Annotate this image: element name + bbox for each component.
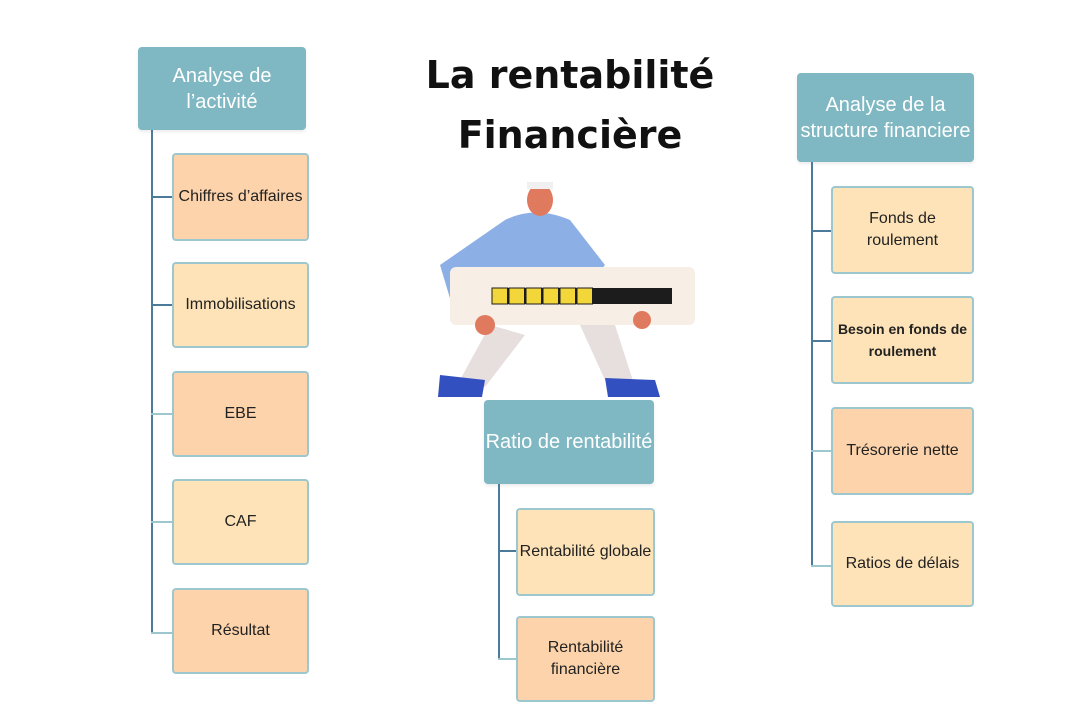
progress-segment bbox=[542, 287, 559, 305]
box-immobilisations: Immobilisations bbox=[172, 262, 309, 348]
connector-right-3 bbox=[811, 450, 833, 452]
connector-center-trunk bbox=[498, 484, 500, 660]
connector-right-1 bbox=[811, 230, 833, 232]
box-resultat: Résultat bbox=[172, 588, 309, 674]
box-ebe: EBE bbox=[172, 371, 309, 457]
progress-segment bbox=[508, 287, 525, 305]
box-besoin-fonds-roulement: Besoin en fonds de roulement bbox=[831, 296, 974, 384]
progress-segment bbox=[491, 287, 508, 305]
progress-segment bbox=[525, 287, 542, 305]
box-tresorerie-nette: Trésorerie nette bbox=[831, 407, 974, 495]
box-ratios-delais: Ratios de délais bbox=[831, 521, 974, 607]
header-analyse-activite: Analyse de l’activité bbox=[138, 47, 306, 130]
connector-right-trunk bbox=[811, 162, 813, 567]
connector-left-2 bbox=[151, 304, 173, 306]
connector-left-5 bbox=[151, 632, 173, 634]
connector-right-2 bbox=[811, 340, 833, 342]
progress-segment bbox=[576, 287, 593, 305]
box-fonds-roulement: Fonds de roulement bbox=[831, 186, 974, 274]
connector-left-3 bbox=[151, 413, 173, 415]
page-title: La rentabilité Financière bbox=[380, 45, 760, 165]
connector-right-4 bbox=[811, 565, 833, 567]
box-chiffres-affaires: Chiffres d’affaires bbox=[172, 153, 309, 241]
connector-left-1 bbox=[151, 196, 173, 198]
progress-segment bbox=[559, 287, 576, 305]
person-carrying-progress-bar-icon bbox=[438, 182, 695, 397]
connector-left-4 bbox=[151, 521, 173, 523]
title-line-2: Financière bbox=[457, 113, 683, 157]
connector-center-1 bbox=[498, 550, 518, 552]
progress-bar-fill bbox=[491, 287, 593, 305]
box-caf: CAF bbox=[172, 479, 309, 565]
header-ratio-rentabilite: Ratio de rentabilité bbox=[484, 400, 654, 484]
connector-center-2 bbox=[498, 658, 518, 660]
title-line-1: La rentabilité bbox=[425, 53, 715, 97]
header-analyse-structure: Analyse de la structure financiere bbox=[797, 73, 974, 162]
box-rentabilite-financiere: Rentabilité financière bbox=[516, 616, 655, 702]
box-rentabilite-globale: Rentabilité globale bbox=[516, 508, 655, 596]
connector-left-trunk bbox=[151, 130, 153, 634]
